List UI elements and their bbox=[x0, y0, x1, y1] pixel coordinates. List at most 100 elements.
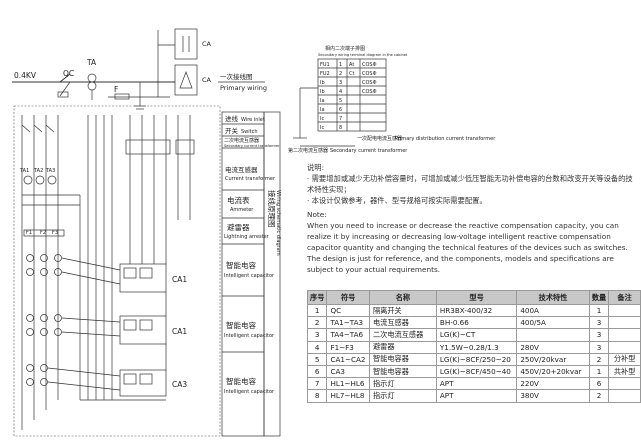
bom-cell: 6 bbox=[588, 377, 610, 391]
notes-line2-en: The design is just for reference, and th… bbox=[307, 254, 614, 274]
terminal-title-cn: 相内二次端子排图 bbox=[325, 45, 365, 52]
terminal-cell: 4 bbox=[339, 89, 342, 95]
bom-cell: LG(K)~CT bbox=[435, 328, 518, 342]
bom-cell: APT bbox=[435, 389, 518, 403]
bom-cell: 指示灯 bbox=[368, 389, 437, 403]
bom-cell: 5 bbox=[306, 352, 328, 366]
bom-header-row: 序号符号名称型号技术特性数量备注 bbox=[306, 290, 641, 305]
terminal-cell: FU2 bbox=[320, 71, 330, 77]
legend-ct-cn: 电流互感器 bbox=[225, 165, 258, 174]
bom-cell: 8 bbox=[306, 389, 328, 403]
bom-cell: QC bbox=[326, 303, 370, 318]
terminal-cell: 7 bbox=[339, 116, 342, 122]
terminal-cell: Ic bbox=[320, 116, 324, 122]
qc-label: QC bbox=[63, 69, 74, 78]
svg-text:TA1: TA1 bbox=[19, 168, 29, 174]
bom-cell: 避雷器 bbox=[368, 340, 437, 354]
bom-cell bbox=[608, 303, 641, 318]
voltage-label: 0.4KV bbox=[14, 71, 37, 80]
legend-cap3-en: Intelligent capacitor bbox=[224, 389, 275, 395]
bom-cell: 4 bbox=[306, 340, 328, 354]
svg-text:TA3: TA3 bbox=[45, 168, 55, 174]
terminal-cell: 8 bbox=[339, 125, 342, 131]
terminal-cell: Ib bbox=[320, 89, 325, 95]
bom-cell: 1 bbox=[588, 303, 610, 318]
bom-cell: APT bbox=[435, 377, 518, 391]
bom-cell: 共补型 bbox=[608, 364, 641, 379]
bom-cell: 电流互感器 bbox=[368, 316, 437, 330]
terminal-cell: Ia bbox=[320, 107, 325, 113]
bom-cell bbox=[608, 328, 641, 342]
legend-ammeter-cn: 电流表 bbox=[227, 195, 250, 205]
bom-cell: 3 bbox=[588, 316, 610, 330]
terminal-cell: Ic bbox=[320, 125, 324, 131]
bom-header-cell: 符号 bbox=[326, 290, 370, 305]
legend-switch-en: Switch bbox=[241, 129, 258, 135]
legend-secondary-ct-cn: 二次电流互感器 bbox=[224, 137, 259, 144]
terminal-cell: COSΦ bbox=[362, 80, 377, 86]
bom-cell: 1 bbox=[588, 364, 610, 379]
bom-cell: 2 bbox=[588, 389, 610, 403]
terminal-cell: 6 bbox=[339, 107, 342, 113]
bom-cell: HL7~HL8 bbox=[326, 389, 370, 403]
bom-cell: 220V bbox=[516, 377, 590, 391]
bom-cell: Y1.5W~0.28/1.3 bbox=[435, 340, 518, 354]
terminal-cell: FU1 bbox=[320, 62, 330, 68]
bom-cell bbox=[516, 328, 590, 342]
bom-cell: 智能电容器 bbox=[368, 352, 437, 366]
bom-header-cell: 数量 bbox=[588, 290, 610, 305]
ca3-label: CA3 bbox=[172, 380, 187, 389]
ca-label-top: CA bbox=[202, 40, 212, 48]
bom-header-cell: 备注 bbox=[608, 290, 641, 305]
svg-text:F2: F2 bbox=[40, 230, 46, 236]
legend-cap2-cn: 智能电容 bbox=[226, 320, 256, 330]
terminal-cell: 1 bbox=[339, 62, 342, 68]
bom-cell: HR3BX-400/32 bbox=[435, 303, 518, 318]
bom-cell: 2 bbox=[588, 352, 610, 366]
bom-cell: 400/5A bbox=[516, 316, 590, 330]
legend-wire-inlet-en: Wire inlet bbox=[241, 117, 265, 123]
notes: 说明: · 需要增加或减少无功补偿容量时，可增加或减少低压智能无功补偿电容的台数… bbox=[307, 162, 637, 275]
primary-wiring: 0.4KV QC TA F CA CA 一次接线图 Primary wiring bbox=[12, 28, 267, 110]
terminal-cell: COSΦ bbox=[362, 62, 377, 68]
bom-cell: 智能电容器 bbox=[368, 364, 437, 379]
terminal-cell: COSΦ bbox=[362, 89, 377, 95]
primary-ct-en: Primary distribution current transformer bbox=[395, 136, 496, 142]
bom-cell bbox=[608, 340, 641, 354]
bom-cell: TA4~TA6 bbox=[326, 328, 370, 342]
bom-cell: 3 bbox=[306, 328, 328, 342]
terminal-cell: 3 bbox=[339, 80, 342, 86]
bom-cell bbox=[608, 316, 641, 330]
legend-ct-en: Current transformer bbox=[225, 176, 276, 182]
bom-cell: 2 bbox=[306, 316, 328, 330]
bom-cell: 6 bbox=[306, 364, 328, 379]
ca1-label: CA1 bbox=[172, 275, 187, 284]
bom-cell: HL1~HL6 bbox=[326, 377, 370, 391]
bom-cell: 7 bbox=[306, 377, 328, 391]
terminal-diagram: 相内二次端子排图 Secondary wiring terminal diagr… bbox=[288, 45, 496, 154]
secondary-ct-cn: 第二次电流互感器 bbox=[288, 147, 328, 154]
bom-cell: 400A bbox=[516, 303, 590, 318]
ca-label-bottom: CA bbox=[202, 76, 212, 84]
terminal-title-en: Secondary wiring terminal diagram in the… bbox=[318, 53, 408, 57]
primary-wiring-cn: 一次接线图 bbox=[220, 72, 253, 81]
terminal-cell: 5 bbox=[339, 98, 342, 104]
bom-cell: CA1~CA2 bbox=[326, 352, 370, 366]
bom-header-cell: 型号 bbox=[435, 290, 518, 305]
svg-text:F1: F1 bbox=[26, 230, 32, 236]
legend-secondary-ct-en: Secondary current transformer bbox=[224, 144, 280, 148]
notes-heading-cn: 说明: bbox=[307, 163, 325, 172]
terminal-cell: Ct bbox=[349, 71, 354, 77]
terminal-cell: COSΦ bbox=[362, 71, 377, 77]
legend-cap1-en: Intelligent capacitor bbox=[224, 273, 275, 279]
terminal-cell: At bbox=[349, 62, 354, 68]
legend-ammeter-en: Ammeter bbox=[230, 207, 254, 213]
ca2-label: CA1 bbox=[172, 327, 187, 336]
schematic: TA1 TA2 TA3 F1 F2 F3 CA1 CA1 bbox=[19, 115, 195, 430]
notes-line1-en: When you need to increase or decrease th… bbox=[307, 221, 628, 252]
